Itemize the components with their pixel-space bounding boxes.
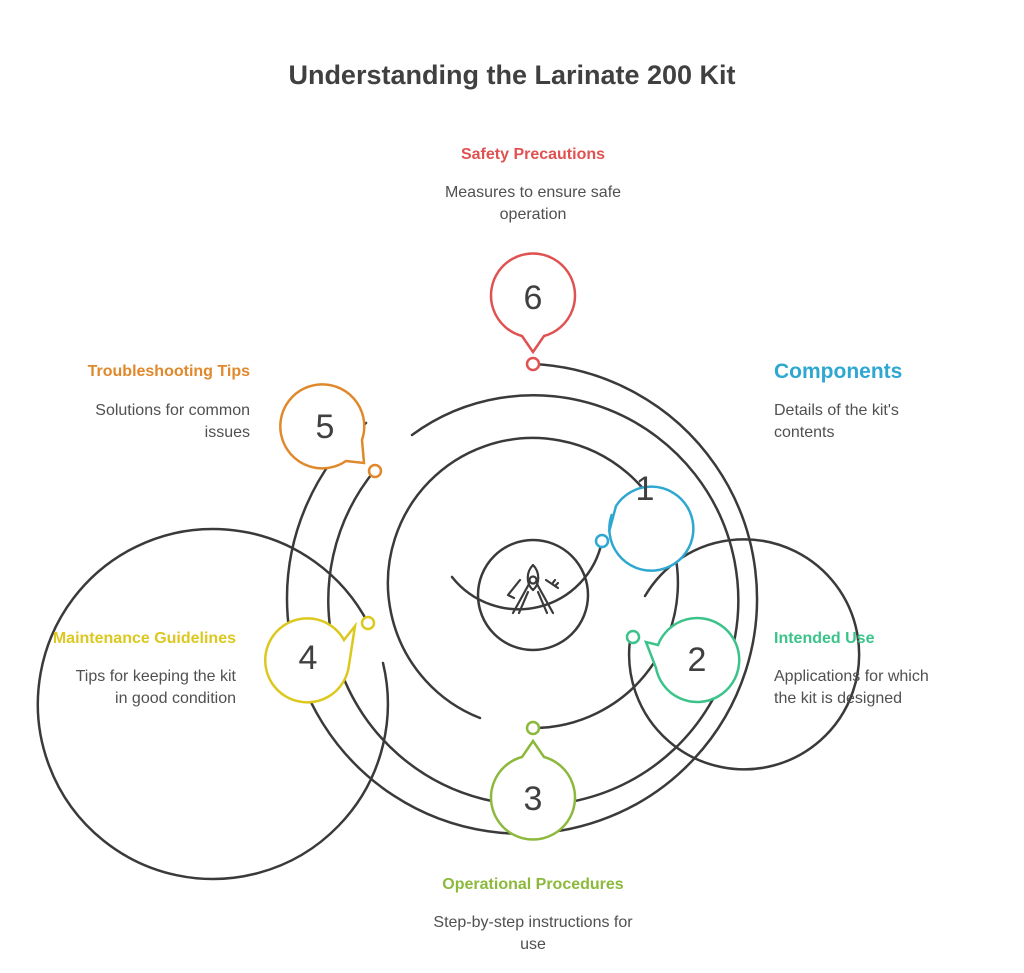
callout-2[interactable]: 2 [625, 616, 741, 704]
item-desc-troubleshooting-tips: Solutions for common issues [95, 402, 250, 441]
ring-3 [386, 436, 680, 730]
marker-5 [367, 463, 383, 479]
item-title-maintenance-guidelines: Maintenance Guidelines [52, 630, 236, 647]
callout-number-5: 5 [316, 408, 335, 446]
callout-number-3: 3 [524, 780, 543, 818]
callout-1[interactable]: 1 [594, 470, 695, 572]
marker-1 [594, 533, 610, 549]
item-desc-safety-precautions: Measures to ensure safe operation [444, 184, 622, 223]
callout-6[interactable]: 6 [489, 252, 577, 372]
ring-4 [36, 527, 390, 881]
ring-1 [450, 539, 604, 611]
callout-number-2: 2 [688, 641, 707, 679]
center-circle [476, 538, 590, 652]
marker-6 [525, 356, 541, 372]
callout-4[interactable]: 4 [264, 615, 376, 704]
page-title: Understanding the Larinate 200 Kit [288, 60, 736, 90]
item-title-components: Components [774, 360, 903, 383]
marker-2 [625, 629, 641, 645]
item-desc-components: Details of the kit's contents [774, 402, 899, 441]
callout-number-6: 6 [524, 279, 543, 317]
pliers-tool-icon [506, 563, 560, 615]
callout-5[interactable]: 5 [279, 383, 383, 479]
item-desc-maintenance-guidelines: Tips for keeping the kit in good conditi… [75, 668, 236, 707]
marker-4 [360, 615, 376, 631]
ring-6 [285, 362, 759, 835]
item-title-intended-use: Intended Use [774, 630, 875, 647]
marker-3 [525, 720, 541, 736]
callout-number-1: 1 [636, 470, 655, 508]
ring-2 [627, 538, 861, 771]
item-title-troubleshooting-tips: Troubleshooting Tips [87, 363, 250, 380]
item-desc-intended-use: Applications for which the kit is design… [774, 668, 929, 707]
callout-number-4: 4 [299, 639, 318, 677]
item-title-operational-procedures: Operational Procedures [442, 876, 624, 893]
callout-3[interactable]: 3 [489, 720, 577, 841]
item-desc-operational-procedures: Step-by-step instructions for use [433, 914, 633, 953]
item-title-safety-precautions: Safety Precautions [460, 146, 606, 163]
